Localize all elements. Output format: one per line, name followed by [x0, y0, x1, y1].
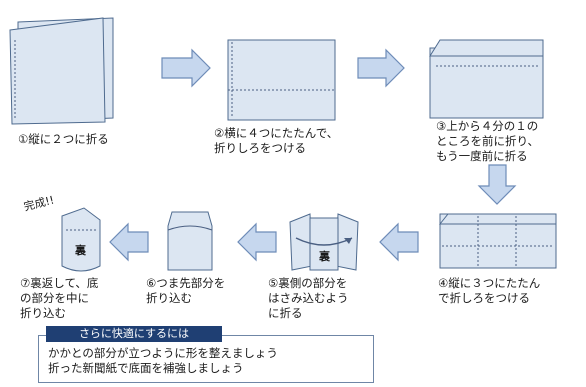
step4-caption: ④縦に３つにたたん で折しろをつける — [438, 276, 541, 305]
back-side-label-final: 裏 — [75, 244, 86, 257]
tip-line-1: かかとの部分が立つように形を整えましょう — [48, 346, 278, 360]
step3-sheet — [429, 47, 544, 119]
step3-paper-figure — [429, 39, 544, 119]
arrow-step1-to-step2 — [161, 48, 211, 88]
tips-title: さらに快適にするには — [46, 326, 222, 342]
step5-right-flap — [335, 213, 359, 271]
step6-caption: ⑥つま先部分を 折り込む — [146, 276, 226, 305]
step2-sheet — [227, 39, 336, 121]
step6-shape — [167, 211, 213, 271]
step7-paper-figure — [61, 207, 101, 272]
step5-caption: ⑤裏側の部分を はさみ込むよう に折る — [268, 276, 349, 320]
step1-paper-figure — [9, 17, 114, 125]
step5-tuck-arrowhead — [344, 238, 352, 244]
tips-box — [38, 335, 374, 383]
arrow-step5-to-step6 — [237, 222, 277, 262]
step1-caption: ①縦に２つに折る — [18, 132, 109, 146]
back-side-label-step5: 裏 — [319, 250, 330, 263]
step7-caption: ⑦裏返して、底 の部分を中に 折り込む — [20, 276, 99, 320]
step4-top-flap — [438, 213, 557, 225]
step3-folded-flap — [429, 39, 544, 57]
arrow-step2-to-step3 — [357, 48, 405, 88]
step6-top-curve — [167, 225, 213, 231]
step4-paper-figure — [438, 213, 557, 269]
arrow-step6-to-step7 — [109, 222, 149, 262]
step2-caption: ②横に４つにたたんで、 折りしろをつける — [214, 126, 339, 155]
step1-front-sheet — [9, 17, 106, 125]
step3-caption: ③上から４分の１の ところを前に折り、 もう一度前に折る — [436, 119, 540, 163]
tip-line-2: 折った新聞紙で底面を補強しましょう — [48, 361, 244, 375]
step5-paper-figure — [289, 213, 359, 271]
arrow-step3-to-step4 — [477, 164, 517, 205]
step2-paper-figure — [227, 39, 336, 121]
step6-paper-figure — [167, 211, 213, 271]
step7-shape — [61, 207, 101, 272]
step5-left-flap — [289, 213, 313, 271]
arrow-step4-to-step5 — [379, 222, 419, 262]
